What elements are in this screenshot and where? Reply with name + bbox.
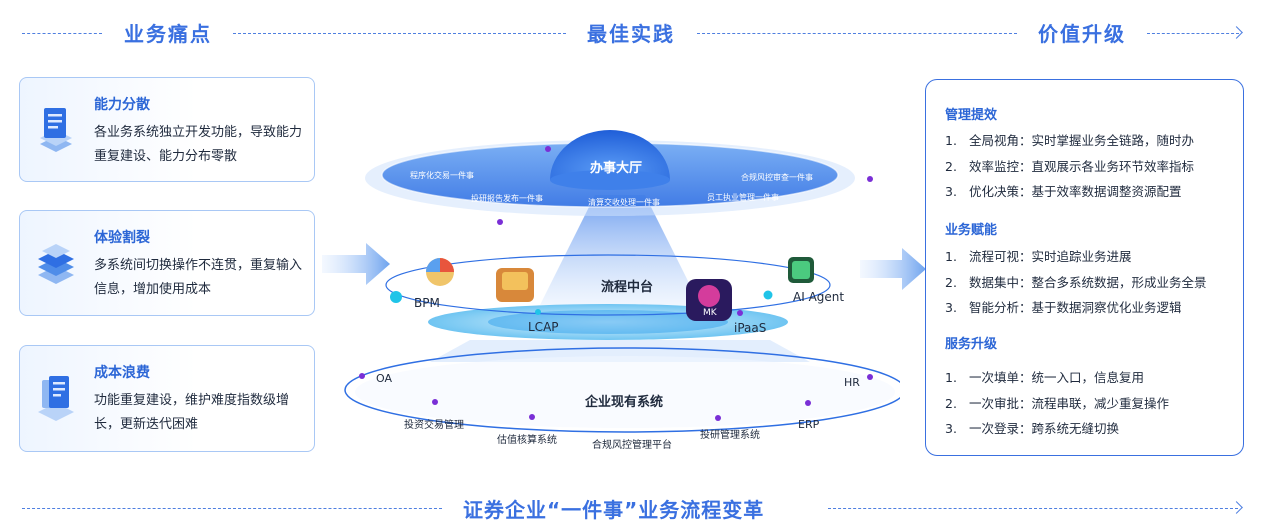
system-item: HR (844, 376, 860, 389)
flow-arrow-left-icon (322, 243, 390, 285)
pain-card-capability: 能力分散 各业务系统独立开发功能，导致能力重复建设、能力分布零散 (19, 77, 315, 182)
top-ring-item: 清算交收处理一件事 (588, 198, 660, 207)
hall-title: 办事大厅 (590, 161, 643, 176)
value-item: 3.智能分析：基于数据洞察优化业务逻辑 (945, 300, 1182, 315)
value-item: 2.一次审批：流程串联，减少重复操作 (945, 396, 1170, 411)
flow-arrow-right-icon (860, 248, 926, 290)
middle-platform-title: 流程中台 (601, 280, 654, 295)
footer-arrowhead-icon (1230, 501, 1243, 514)
platform-ai-agent-label: AI Agent (793, 290, 845, 304)
top-ring-item: 员工执业管理一件事 (707, 193, 779, 202)
header-practice-title: 最佳实践 (587, 22, 675, 46)
value-section-title: 业务赋能 (945, 223, 998, 238)
top-ring-item: 投研报告发布一件事 (471, 194, 543, 203)
header-dash-mid-left (233, 33, 566, 34)
header-dash-right (1147, 33, 1239, 34)
pain-card-title: 体验割裂 (94, 230, 150, 246)
footer-title: 证券企业“一件事”业务流程变革 (463, 498, 765, 522)
bottom-systems-title: 企业现有系统 (585, 395, 664, 410)
footer-dash-left (22, 508, 442, 509)
center-diagram (344, 130, 900, 433)
header-value-title: 价值升级 (1038, 22, 1126, 46)
files-icon (38, 376, 74, 421)
server-stack-icon (38, 244, 74, 284)
header-arrowhead-icon (1230, 26, 1243, 39)
header-dash-mid-right (697, 33, 1017, 34)
pain-card-text: 功能重复建设，维护难度指数级增长，更新迭代困难 (94, 393, 290, 432)
pain-card-cost: 成本浪费 功能重复建设，维护难度指数级增长，更新迭代困难 (19, 345, 315, 452)
footer-dash-right (828, 508, 1238, 509)
system-item: 投研管理系统 (700, 430, 760, 441)
value-item: 1.一次填单：统一入口，信息复用 (945, 370, 1145, 385)
value-item: 1.全局视角：实时掌握业务全链路，随时办 (945, 133, 1195, 148)
value-item: 3.优化决策：基于效率数据调整资源配置 (945, 184, 1182, 199)
mk-badge: MK (703, 308, 717, 318)
value-panel: 管理提效 1.全局视角：实时掌握业务全链路，随时办 2.效率监控：直观展示各业务… (925, 79, 1244, 456)
value-item: 3.一次登录：跨系统无缝切换 (945, 421, 1120, 436)
pain-card-experience: 体验割裂 多系统间切换操作不连贯，重复输入信息，增加使用成本 (19, 210, 315, 316)
platform-bpm-label: BPM (414, 296, 440, 310)
platform-ipaas-label: iPaaS (734, 321, 767, 335)
pain-card-title: 成本浪费 (94, 365, 150, 381)
top-ring-item: 程序化交易一件事 (410, 171, 474, 180)
document-stack-icon (40, 108, 72, 152)
pain-card-text: 多系统间切换操作不连贯，重复输入信息，增加使用成本 (94, 258, 303, 297)
system-item: 估值核算系统 (497, 435, 557, 446)
top-ring-item: 合规风控审查一件事 (741, 173, 813, 182)
pain-card-title: 能力分散 (94, 97, 150, 113)
system-item: 投资交易管理 (404, 420, 464, 431)
value-section-title: 服务升级 (945, 337, 998, 352)
value-item: 2.效率监控：直观展示各业务环节效率指标 (945, 159, 1195, 174)
system-item: OA (376, 372, 392, 385)
value-section-title: 管理提效 (945, 108, 998, 123)
platform-lcap-label: LCAP (528, 320, 559, 334)
system-item: ERP (798, 418, 820, 431)
pain-card-text: 各业务系统独立开发功能，导致能力重复建设、能力分布零散 (94, 125, 303, 164)
value-item: 2.数据集中：整合多系统数据，形成业务全景 (945, 275, 1207, 290)
system-item: 合规风控管理平台 (592, 440, 672, 451)
header-dash-left (22, 33, 102, 34)
header-pain-title: 业务痛点 (124, 22, 212, 46)
value-item: 1.流程可视：实时追踪业务进展 (945, 249, 1132, 264)
